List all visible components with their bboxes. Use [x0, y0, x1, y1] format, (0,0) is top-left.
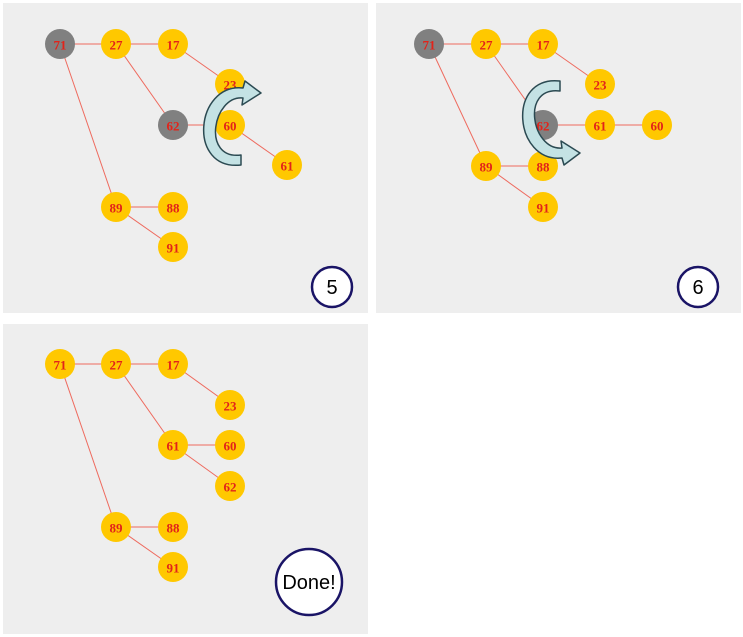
node-23: [215, 390, 245, 420]
node-91: [158, 552, 188, 582]
node-60: [215, 110, 245, 140]
edge-71-89: [428, 43, 487, 167]
node-88: [528, 151, 558, 181]
node-label-62: 62: [224, 480, 237, 495]
node-label-71: 71: [423, 38, 436, 53]
node-17: [158, 349, 188, 379]
node-label-27: 27: [110, 358, 124, 373]
node-label-62: 62: [167, 119, 180, 134]
node-27: [471, 29, 501, 59]
node-label-91: 91: [537, 201, 550, 216]
node-label-88: 88: [167, 521, 181, 536]
step-label: 6: [692, 277, 703, 299]
node-label-61: 61: [594, 119, 607, 134]
node-label-27: 27: [480, 38, 494, 53]
node-71: [414, 29, 444, 59]
node-label-17: 17: [537, 38, 551, 53]
step-badge: [310, 265, 354, 309]
node-62: [158, 110, 188, 140]
node-60: [642, 110, 672, 140]
rotation-arrow-icon: [522, 80, 581, 166]
node-label-23: 23: [594, 78, 608, 93]
node-61: [158, 430, 188, 460]
node-label-60: 60: [224, 119, 237, 134]
node-71: [45, 349, 75, 379]
node-label-89: 89: [480, 160, 494, 175]
edge-71-89: [59, 43, 117, 208]
node-label-60: 60: [224, 439, 237, 454]
node-61: [272, 150, 302, 180]
node-71: [45, 29, 75, 59]
node-label-27: 27: [110, 38, 124, 53]
edge-27-61: [115, 363, 174, 446]
node-label-17: 17: [167, 38, 181, 53]
node-61: [585, 110, 615, 140]
node-89: [101, 192, 131, 222]
edge-27-62: [115, 43, 174, 126]
node-88: [158, 512, 188, 542]
node-17: [528, 29, 558, 59]
node-89: [101, 512, 131, 542]
node-89: [471, 151, 501, 181]
node-91: [528, 192, 558, 222]
node-label-60: 60: [651, 119, 664, 134]
step-label: Done!: [282, 572, 335, 594]
node-label-91: 91: [167, 241, 180, 256]
rotation-arrow-icon: [203, 80, 262, 166]
step-label: 5: [326, 277, 337, 299]
node-88: [158, 192, 188, 222]
step-badge: [676, 265, 720, 309]
node-27: [101, 349, 131, 379]
step-badge: [274, 547, 344, 617]
node-label-71: 71: [54, 358, 67, 373]
node-91: [158, 232, 188, 262]
node-label-89: 89: [110, 201, 124, 216]
node-17: [158, 29, 188, 59]
node-27: [101, 29, 131, 59]
node-60: [215, 430, 245, 460]
edge-71-89: [59, 363, 117, 528]
node-label-62: 62: [537, 119, 550, 134]
node-label-89: 89: [110, 521, 124, 536]
node-label-17: 17: [167, 358, 181, 373]
node-label-88: 88: [537, 160, 551, 175]
node-label-61: 61: [167, 439, 180, 454]
node-label-91: 91: [167, 561, 180, 576]
node-23: [585, 69, 615, 99]
node-label-71: 71: [54, 38, 67, 53]
node-label-88: 88: [167, 201, 181, 216]
panel-step-6: 71 27 17 23 62 61 60 89 88 91 6: [376, 3, 741, 313]
node-62: [215, 471, 245, 501]
node-label-61: 61: [281, 159, 294, 174]
node-label-23: 23: [224, 399, 238, 414]
